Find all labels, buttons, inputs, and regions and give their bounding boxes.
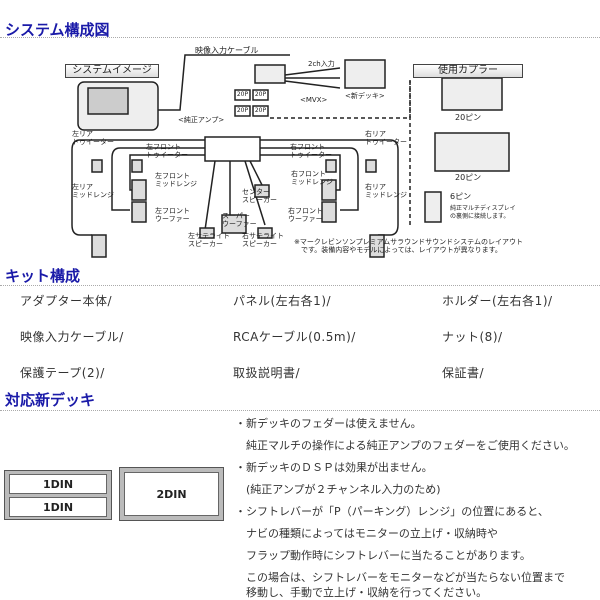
kit-item: 映像入力ケーブル/ (20, 330, 124, 344)
connector-20p (252, 89, 269, 101)
kit-item: 保証書/ (442, 366, 485, 380)
label: 右リア トゥイーター (365, 130, 407, 146)
connector-20p (234, 89, 251, 101)
divider (0, 285, 600, 286)
label: 左サテライト スピーカー (188, 232, 230, 248)
system-title: システム構成図 (5, 21, 110, 39)
connector-20p-label: 20P (236, 91, 249, 98)
deck-note: ・シフトレバーが「P（パーキング）レンジ」の位置にあると、 (235, 505, 549, 518)
label: 純正マルチディスプレイ の裏側に接続します。 (450, 205, 516, 220)
label: <新デッキ> (345, 92, 385, 100)
amp-box (204, 136, 261, 162)
label: スーパー ウーファー (222, 212, 257, 228)
label: 6ピン (450, 192, 472, 201)
adapter-box (254, 64, 286, 84)
label: 左リア ミッドレンジ (72, 183, 114, 199)
label: 右サテライト スピーカー (242, 232, 284, 248)
connector-20p-label: 20P (236, 107, 249, 114)
kit-item: アダプター本体/ (20, 294, 113, 308)
label: 左フロント ミッドレンジ (155, 172, 197, 188)
divider (0, 410, 600, 411)
kit-item: RCAケーブル(0.5m)/ (233, 330, 356, 344)
label: センター スピーカー (242, 188, 277, 204)
label: 2ch入力 (308, 60, 335, 68)
din-1-frame: 1DIN 1DIN (4, 470, 112, 520)
deck-note: 移動し、手動で立上げ・収納を行ってください。 (235, 586, 488, 599)
kit-item: ナット(8)/ (442, 330, 503, 344)
label: 映像入力ケーブル (195, 46, 259, 55)
deck-note: ナビの種類によってはモニターの立上げ・収納時や (235, 527, 498, 540)
deck-note: ・新デッキのＤＳＰは効果が出ません。 (235, 461, 433, 474)
deck-note: フラップ動作時にシフトレバーに当たることがあります。 (235, 549, 531, 562)
connector-20p (234, 105, 251, 117)
label: 20ピン (455, 113, 482, 122)
din-2: 2DIN (124, 472, 219, 516)
deck-note: この場合は、シフトレバーをモニターなどが当たらない位置まで (235, 571, 565, 584)
connector-20p-label: 20P (254, 107, 267, 114)
kit-item: 保護テープ(2)/ (20, 366, 105, 380)
kit-title: キット構成 (5, 267, 81, 285)
deck-note: 純正マルチの操作による純正アンプのフェダーをご使用ください。 (235, 439, 575, 452)
label: 左フロント トゥイーター (146, 143, 188, 159)
coupler-6pin (424, 191, 442, 223)
connector-20p-label: 20P (254, 91, 267, 98)
label: 左リア トゥイーター (72, 130, 114, 146)
deck-note: ・新デッキのフェダーは使えません。 (235, 417, 422, 430)
coupler-label: 使用カプラー (413, 64, 523, 78)
label: 20ピン (455, 173, 482, 182)
deck-note: (純正アンプが２チャンネル入力のため) (235, 483, 441, 496)
din-1-lower: 1DIN (9, 497, 107, 517)
note: ※マークレビンソンプレミアムサラウンドサウンドシステムのレイアウト です。装備内… (294, 238, 523, 254)
deck-title: 対応新デッキ (5, 391, 96, 409)
label: 右リア ミッドレンジ (365, 183, 407, 199)
label: 左フロント ウーファー (155, 207, 190, 223)
label: <純正アンプ> (178, 116, 225, 124)
system-image-label: システムイメージ (65, 64, 159, 78)
kit-item: ホルダー(左右各1)/ (442, 294, 553, 308)
label: <MVX> (300, 96, 328, 104)
label: 右フロント トゥイーター (290, 143, 332, 159)
system-diagram (71, 54, 510, 258)
din-1-upper: 1DIN (9, 474, 107, 494)
kit-item: 取扱説明書/ (233, 366, 301, 380)
connector-20p (252, 105, 269, 117)
coupler-20pin-b (434, 132, 510, 172)
coupler-20pin-a (441, 77, 503, 111)
divider (0, 37, 600, 38)
label: 右フロント ウーファー (288, 207, 323, 223)
new-deck (344, 59, 386, 89)
din-2-frame: 2DIN (119, 467, 224, 521)
kit-item: パネル(左右各1)/ (233, 294, 332, 308)
label: 右フロント ミッドレンジ (291, 170, 333, 186)
